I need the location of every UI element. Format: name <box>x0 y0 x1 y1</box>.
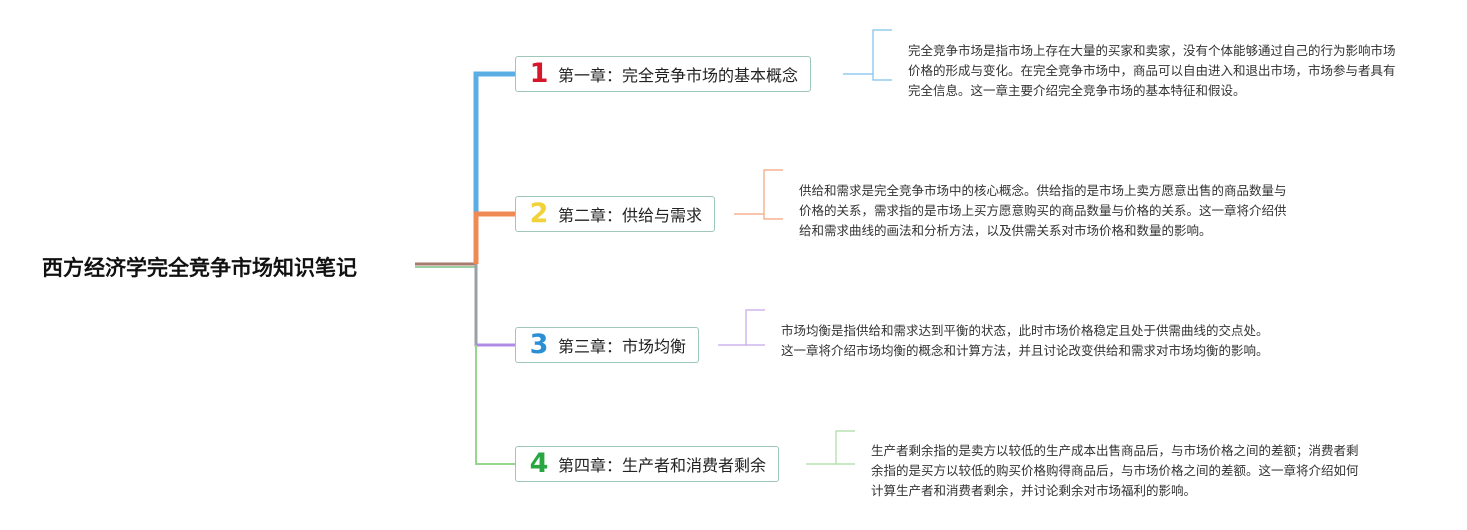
branch-connector-3 <box>474 264 515 347</box>
chapter-node-2[interactable]: 2 第二章：供给与需求 <box>515 196 716 232</box>
chapter-description-1: 完全竞争市场是指市场上存在大量的买家和卖家，没有个体能够通过自己的行为影响市场价… <box>908 41 1398 101</box>
chapter-description-text-1: 完全竞争市场是指市场上存在大量的买家和卖家，没有个体能够通过自己的行为影响市场价… <box>908 43 1396 98</box>
desc-bracket-4 <box>835 430 855 465</box>
branch-connector-2 <box>473 211 515 264</box>
desc-bracket-1 <box>872 29 892 81</box>
chapter-title-2: 第二章：供给与需求 <box>558 206 703 225</box>
chapter-number-4: 4 <box>529 448 549 479</box>
chapter-node-3[interactable]: 3 第三章：市场均衡 <box>515 327 700 363</box>
chapter-description-3: 市场均衡是指供给和需求达到平衡的状态，此时市场价格稳定且处于供需曲线的交点处。这… <box>781 321 1276 361</box>
chapter-number-1: 1 <box>529 58 549 89</box>
desc-bracket-3 <box>745 309 765 346</box>
branch-connector-1 <box>473 71 515 264</box>
chapter-description-text-4: 生产者剩余指的是卖方以较低的生产成本出售商品后，与市场价格之间的差额；消费者剩余… <box>871 443 1359 498</box>
desc-bracket-2 <box>763 169 783 220</box>
root-topic[interactable]: 西方经济学完全竞争市场知识笔记 <box>42 256 357 280</box>
chapter-number-2: 2 <box>529 198 549 229</box>
chapter-node-4[interactable]: 4 第四章：生产者和消费者剩余 <box>515 446 780 482</box>
chapter-node-1[interactable]: 1 第一章：完全竞争市场的基本概念 <box>515 56 812 92</box>
chapter-description-2: 供给和需求是完全竞争市场中的核心概念。供给指的是市场上卖方愿意出售的商品数量与价… <box>799 181 1292 241</box>
chapter-number-3: 3 <box>529 329 549 360</box>
chapter-title-4: 第四章：生产者和消费者剩余 <box>558 456 767 475</box>
branch-connector-4 <box>475 345 515 465</box>
chapter-description-text-2: 供给和需求是完全竞争市场中的核心概念。供给指的是市场上卖方愿意出售的商品数量与价… <box>799 183 1287 238</box>
chapter-description-text-3: 市场均衡是指供给和需求达到平衡的状态，此时市场价格稳定且处于供需曲线的交点处。这… <box>781 323 1269 358</box>
chapter-title-3: 第三章：市场均衡 <box>558 337 687 356</box>
chapter-title-1: 第一章：完全竞争市场的基本概念 <box>558 66 799 85</box>
chapter-description-4: 生产者剩余指的是卖方以较低的生产成本出售商品后，与市场价格之间的差额；消费者剩余… <box>871 441 1361 501</box>
